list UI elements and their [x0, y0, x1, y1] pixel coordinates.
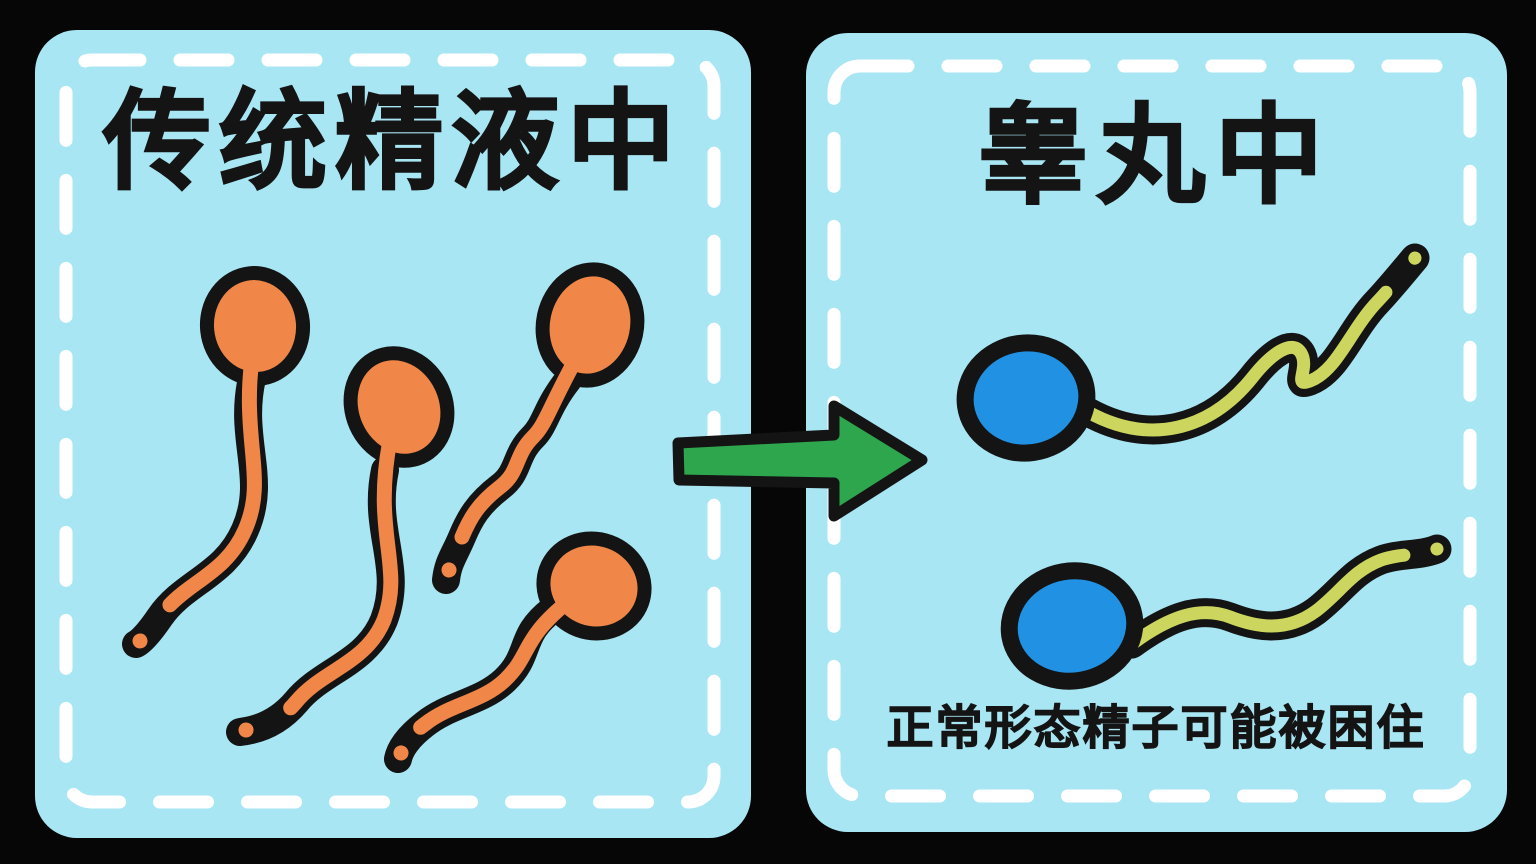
- left-panel-title: 传统精液中: [102, 80, 683, 205]
- orange-sperm-icon: [226, 346, 455, 746]
- right-panel-title: 睾丸中: [978, 94, 1333, 219]
- left-panel: [35, 30, 751, 838]
- orange-sperm-icon: [122, 266, 311, 658]
- blue-sperm-icon: [956, 243, 1430, 462]
- arrow-right-icon: [672, 400, 928, 522]
- right-panel-caption: 正常形态精子可能被困住: [886, 701, 1426, 756]
- left-panel-dashed-border: [59, 53, 721, 809]
- orange-sperm-icon: [384, 531, 652, 773]
- blue-sperm-icon: [1000, 534, 1452, 690]
- orange-sperm-icon: [432, 262, 645, 594]
